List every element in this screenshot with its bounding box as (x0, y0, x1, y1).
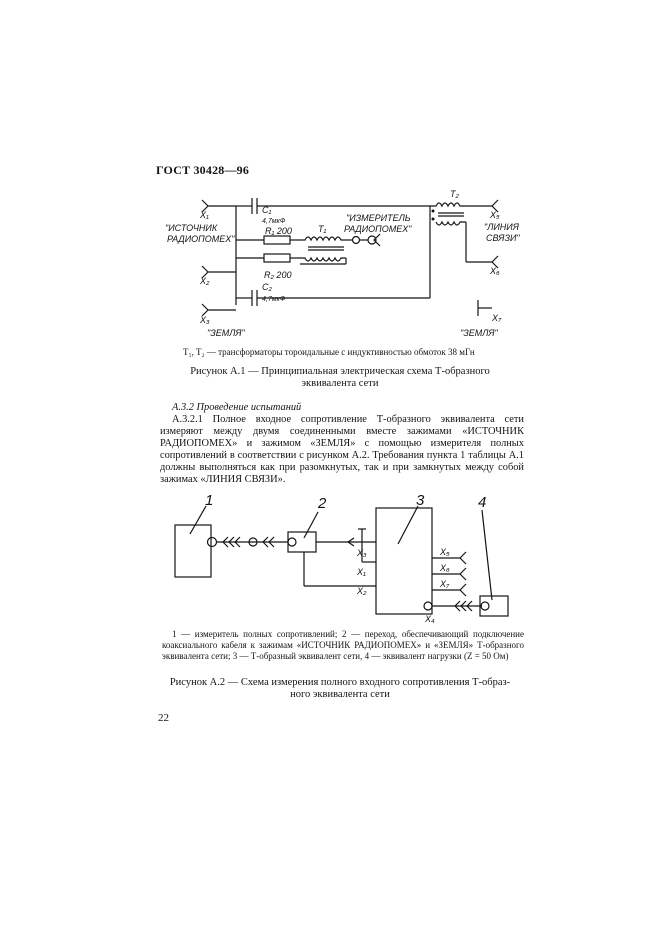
figure-a1-caption-2: эквивалента сети (301, 378, 379, 389)
label-n1: 1 (205, 492, 213, 509)
page-number: 22 (158, 712, 169, 724)
doc-header: ГОСТ 30428—96 (156, 163, 250, 177)
label-x2: X₂ (199, 276, 210, 286)
label-c1-val: 4,7мкФ (262, 218, 286, 225)
figure-a2-caption-1: Рисунок А.2 — Схема измерения полного вх… (169, 677, 511, 688)
label-t2: T₂ (450, 189, 459, 199)
label-a2-x6: X₆ (439, 563, 450, 573)
figure-a1-labels: X₁ "ИСТОЧНИК РАДИОПОМЕХ" X₂ X₃ "ЗЕМЛЯ" C… (165, 189, 520, 338)
section-title: А.3.2 Проведение испытаний (172, 402, 302, 413)
section-paragraph: А.3.2.1 Полное входное сопротивление Т-о… (160, 414, 524, 485)
label-a2-x2: X₂ (356, 586, 367, 596)
label-x1: X₁ (199, 210, 209, 220)
label-c2-val: 4,7мкФ (262, 296, 286, 303)
label-n2: 2 (317, 495, 327, 512)
label-a2-x3: X₃ (356, 548, 367, 558)
label-line-2: СВЯЗИ" (486, 233, 520, 243)
figure-a1-note: T₁, T₂ — трансформаторы тороидальные с и… (183, 347, 475, 357)
label-source-1: "ИСТОЧНИК (165, 223, 218, 233)
label-x5: X₅ (489, 210, 500, 220)
label-meter-1: "ИЗМЕРИТЕЛЬ (346, 213, 411, 223)
label-a2-x5: X₅ (439, 547, 450, 557)
label-line-1: "ЛИНИЯ (484, 222, 520, 232)
label-meter-2: РАДИОПОМЕХ" (344, 224, 412, 234)
figure-a2-wires (174, 505, 509, 617)
label-ground-left: "ЗЕМЛЯ" (207, 328, 246, 338)
block-4 (479, 595, 509, 617)
label-a2-x7: X₇ (439, 579, 450, 589)
label-x6: X₆ (489, 266, 500, 276)
label-r2: R₂ 200 (264, 270, 291, 280)
block-3 (375, 507, 433, 615)
label-n4: 4 (478, 494, 486, 511)
label-t1: T₁ (318, 224, 326, 234)
label-x7: X₇ (491, 313, 502, 323)
figure-a2-labels: 1 2 3 4 X₃ X₁ X₂ X₅ X₆ X₇ X₄ (205, 492, 486, 624)
label-r1: R₁ 200 (265, 226, 292, 236)
figure-a1-wires (201, 198, 499, 317)
block-2 (287, 531, 317, 553)
label-a2-x1: X₁ (356, 567, 366, 577)
label-source-2: РАДИОПОМЕХ" (167, 234, 235, 244)
label-ground-right: "ЗЕМЛЯ" (460, 328, 499, 338)
label-x3: X₃ (199, 315, 210, 325)
label-c2: C₂ (262, 282, 272, 292)
figure-a2-note: 1 — измеритель полных сопротивлений; 2 —… (162, 629, 524, 661)
block-1 (174, 524, 212, 578)
label-n3: 3 (416, 492, 425, 509)
label-a2-x4: X₄ (424, 614, 435, 624)
label-c1: C₁ (262, 205, 271, 215)
figure-a2-caption-2: ного эквивалента сети (290, 689, 390, 700)
figure-a1-caption-1: Рисунок А.1 — Принципиальная электрическ… (190, 366, 490, 377)
